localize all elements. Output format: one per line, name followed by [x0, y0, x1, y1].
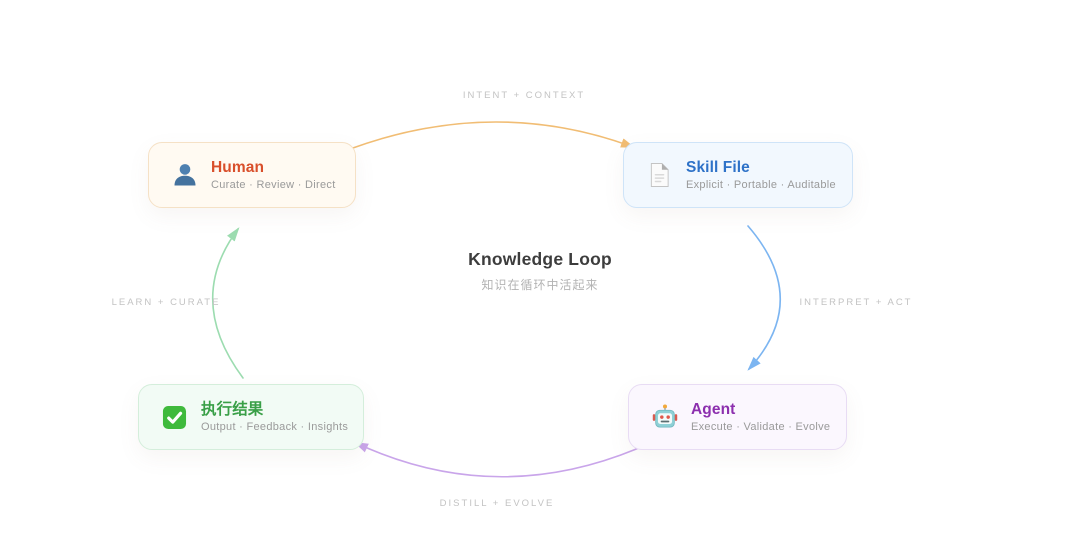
edge-label-learn: LEARN + CURATE [111, 297, 221, 308]
edge-interpret-arrow [747, 225, 782, 371]
robot-icon [651, 404, 678, 431]
node-card-result: 执行结果 Output · Feedback · Insights [138, 384, 364, 450]
document-icon [646, 162, 673, 189]
node-subtitle-agent: Execute · Validate · Evolve [691, 420, 831, 433]
edge-distill-arrow [353, 441, 649, 478]
edge-intent-arrow [349, 121, 636, 150]
node-card-skill-file: Skill File Explicit · Portable · Auditab… [623, 142, 853, 208]
edge-label-distill: DISTILL + EVOLVE [439, 498, 555, 509]
diagram-subtitle: 知识在循环中活起来 [481, 278, 599, 292]
edge-label-intent: INTENT + CONTEXT [462, 90, 586, 101]
check-icon [161, 404, 188, 431]
node-subtitle-result: Output · Feedback · Insights [201, 420, 349, 433]
node-title-agent: Agent [691, 401, 736, 419]
node-subtitle-human: Curate · Review · Direct [211, 178, 336, 191]
node-title-result: 执行结果 [201, 401, 264, 419]
diagram-title: Knowledge Loop [468, 249, 612, 269]
edge-learn-arrow [211, 227, 244, 379]
node-subtitle-skill-file: Explicit · Portable · Auditable [686, 178, 836, 191]
edge-label-interpret: INTERPRET + ACT [799, 297, 913, 308]
node-title-human: Human [211, 159, 265, 177]
node-title-skill-file: Skill File [686, 159, 750, 177]
node-card-human: Human Curate · Review · Direct [148, 142, 356, 208]
person-icon [171, 162, 198, 189]
node-card-agent: Agent Execute · Validate · Evolve [628, 384, 847, 450]
